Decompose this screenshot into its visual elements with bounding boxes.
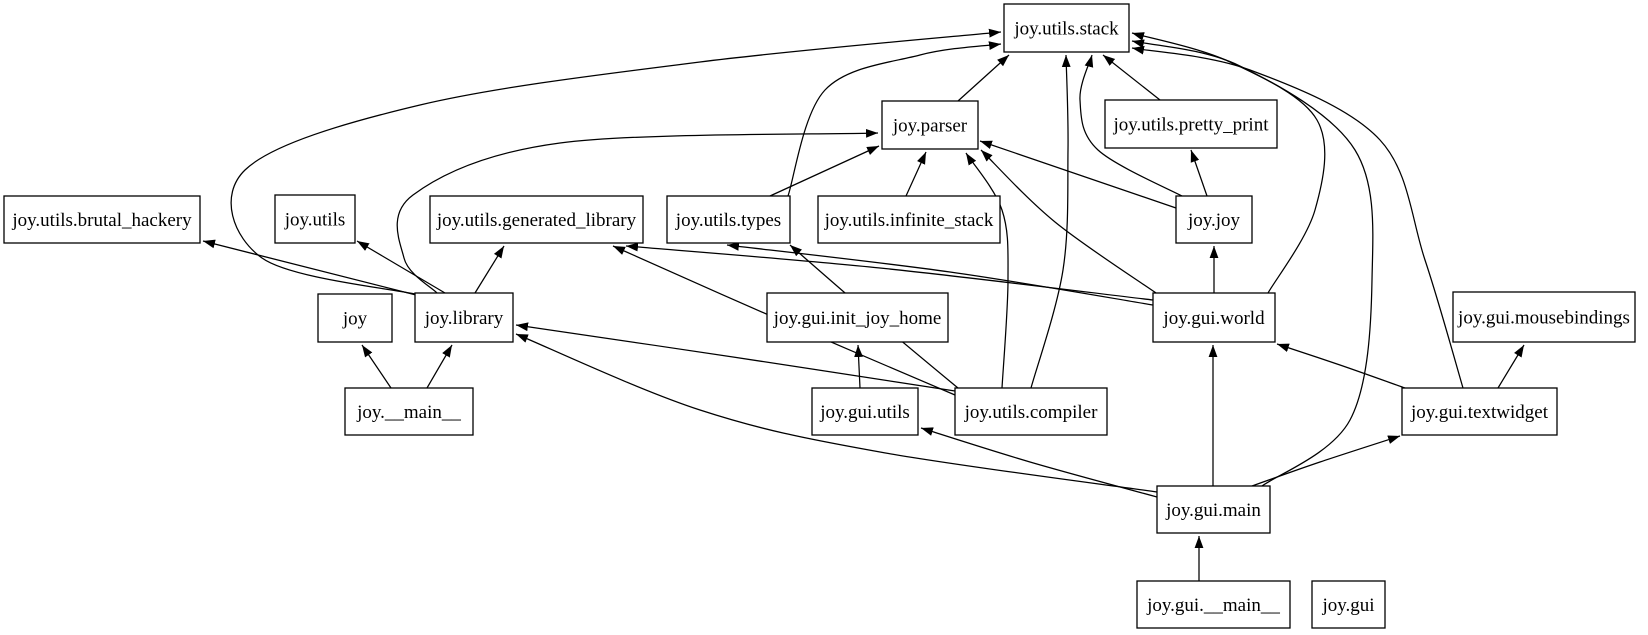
node-box [1156,485,1271,534]
edge-joy-library-to-joy-utils [356,240,446,294]
graph-node-joy-utils-infinite-stack: joy.utils.infinite_stack [817,195,1001,244]
edge-joy-gui-world-to-joy-utils-stack [1131,32,1326,294]
node-label: joy.gui.init_joy_home [773,308,942,329]
graph-node-joy-gui-mousebindings: joy.gui.mousebindings [1452,291,1636,343]
edge-joy-main-to-joy-library [426,344,453,389]
edge-joy-utils-compiler-to-joy-utils-stack [1030,54,1071,389]
node-label: joy.gui.textwidget [1410,402,1549,423]
node-box [1175,195,1253,244]
node-box [811,387,919,436]
edge-joy-utils-types-to-joy-parser [769,145,880,197]
graph-node-joy-gui-textwidget: joy.gui.textwidget [1401,387,1558,436]
node-label: joy.utils.types [675,210,781,231]
edge-joy-library-to-joy-utils-brutal-hackery [202,239,417,296]
graph-node-joy-utils-generated-library: joy.utils.generated_library [429,195,644,244]
node-label: joy.__main__ [356,402,461,423]
graph-node-joy: joy [317,293,393,343]
edge-joy-library-to-joy-utils-generated-library [474,245,505,294]
node-label: joy.gui.world [1162,308,1265,329]
graph-node-joy-library: joy.library [414,292,514,343]
node-box [1401,387,1558,436]
graph-node-joy-utils: joy.utils [274,194,356,244]
node-label: joy.parser [892,116,968,137]
edge-joy-gui-textwidget-to-joy-utils-stack [1131,45,1464,389]
edge-joy-gui-utils-to-joy-gui-init-joy-home [854,344,863,389]
edge-joy-gui-textwidget-to-joy-gui-mousebindings [1497,344,1525,389]
node-label: joy.utils.infinite_stack [824,210,994,231]
edge-joy-utils-infinite-stack-to-joy-parser [905,151,927,197]
node-box [881,100,979,150]
graph-node-joy-joy: joy.joy [1175,195,1253,244]
node-label: joy.joy [1187,210,1241,231]
edge-joy-library-to-joy-utils-stack [230,28,1002,296]
node-box [1104,99,1278,149]
node-label: joy.utils [284,210,346,231]
node-box [666,195,791,244]
edge-joy-joy-to-joy-utils-stack [1079,54,1187,199]
graph-node-joy-gui-world: joy.gui.world [1152,292,1276,343]
node-label: joy.utils.brutal_hackery [11,210,192,231]
edge-joy-utils-compiler-to-joy-library [515,322,956,392]
node-label: joy.utils.stack [1013,19,1119,40]
graph-node-joy-utils-brutal-hackery: joy.utils.brutal_hackery [3,195,201,244]
node-box [344,387,474,436]
edge-joy-utils-compiler-to-joy-parser [965,152,1009,389]
edge-joy-parser-to-joy-utils-stack [957,54,1010,102]
graph-node-joy-gui: joy.gui [1311,580,1386,629]
node-label: joy.gui [1321,595,1374,616]
graph-node-joy-gui-main: joy.gui.__main__ [1136,580,1291,629]
edge-joy-joy-to-joy-utils-pretty-print [1190,149,1208,197]
node-label: joy.gui.utils [819,402,910,423]
node-box [766,292,949,343]
graph-node-joy-gui-init-joy-home: joy.gui.init_joy_home [766,292,949,343]
node-box [954,387,1108,436]
node-box [414,292,514,343]
node-label: joy.utils.pretty_print [1113,115,1270,136]
edge-joy-gui-world-to-joy-utils-generated-library [625,242,1154,301]
edge-joy-main-to-joy [361,344,392,389]
graph-node-joy-main: joy.__main__ [344,387,474,436]
node-box [1003,3,1130,53]
node-box [1136,580,1291,629]
node-label: joy.gui.__main__ [1146,595,1280,616]
edge-joy-joy-to-joy-parser [979,140,1177,209]
node-label: joy.gui.main [1165,500,1261,521]
graph-nodes: joy.utils.stack joy.parser joy.utils.prett… [3,3,1636,629]
node-box [1311,580,1386,629]
node-label: joy.utils.generated_library [436,210,637,231]
edge-joy-gui-world-to-joy-parser [980,149,1157,294]
node-box [1452,291,1636,343]
edge-joy-gui-main-to-joy-utils-stack [1131,39,1374,487]
graph-node-joy-gui-main: joy.gui.main [1156,485,1271,534]
edge-joy-gui-main-to-joy-library [515,333,1158,493]
graph-node-joy-gui-utils: joy.gui.utils [811,387,919,436]
graph-node-joy-parser: joy.parser [881,100,979,150]
node-box [3,195,201,244]
graph-node-joy-utils-pretty-print: joy.utils.pretty_print [1104,99,1278,149]
edge-joy-gui-main-to-joy-gui-textwidget [1251,435,1401,487]
edge-joy-gui-world-to-joy-utils-types [726,242,1154,306]
node-box [317,293,393,343]
edge-joy-gui-main-to-joy-gui-utils [920,427,1158,498]
node-box [1152,292,1276,343]
node-box [817,195,1001,244]
node-box [429,195,644,244]
node-box [274,194,356,244]
graph-node-joy-utils-stack: joy.utils.stack [1003,3,1130,53]
graph-node-joy-utils-types: joy.utils.types [666,195,791,244]
graph-node-joy-utils-compiler: joy.utils.compiler [954,387,1108,436]
node-label: joy.library [424,308,504,329]
node-label: joy.gui.mousebindings [1457,308,1630,329]
edge-joy-utils-types-to-joy-utils-stack [787,41,1002,197]
edge-joy-gui-textwidget-to-joy-gui-world [1276,343,1406,389]
node-label: joy.utils.compiler [964,402,1098,423]
node-label: joy [342,309,368,330]
edge-joy-library-to-joy-parser [396,128,879,294]
edge-joy-utils-pretty-print-to-joy-utils-stack [1102,54,1161,101]
